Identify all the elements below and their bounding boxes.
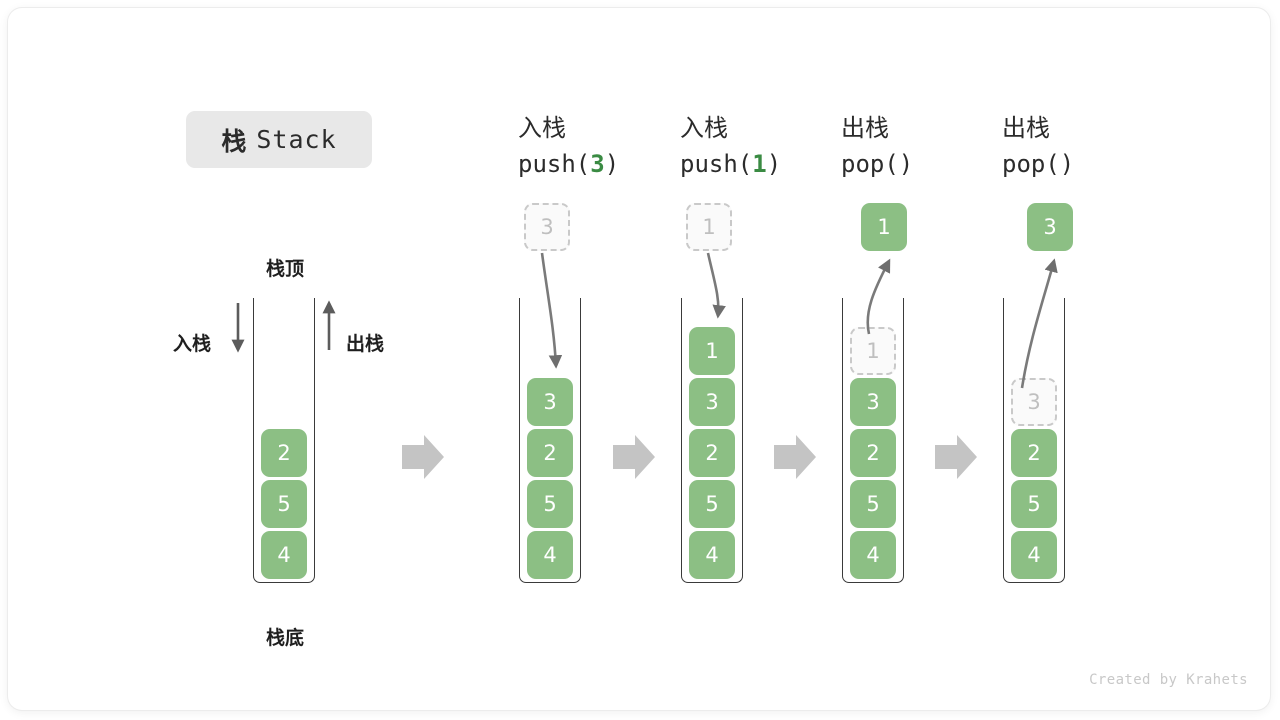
stack-walls [842, 298, 904, 583]
stack-cell: 2 [1011, 429, 1057, 477]
stack-cell: 5 [1011, 480, 1057, 528]
flow-arrow-2 [613, 435, 655, 479]
step-heading-cn: 出栈 [841, 114, 889, 142]
step-heading-op: pop() [841, 146, 913, 182]
pop-direction-label: 出栈 [346, 333, 385, 355]
stack-cell: 1 [850, 327, 896, 375]
stack-cell: 5 [689, 480, 735, 528]
stack-cell: 2 [689, 429, 735, 477]
stack-cell: 3 [850, 378, 896, 426]
stack-walls [681, 298, 743, 583]
stack-cell: 4 [527, 531, 573, 579]
step-heading-op: push(3) [518, 146, 619, 182]
step-heading-pop-1: 出栈 pop() [841, 110, 913, 183]
stack-cell: 3 [1011, 378, 1057, 426]
floating-value-push-1: 1 [686, 203, 732, 251]
op-prefix: push( [518, 150, 591, 179]
op-arg: 3 [590, 150, 605, 179]
op-suffix: ) [604, 150, 620, 179]
step-heading-pop-2: 出栈 pop() [1002, 110, 1074, 183]
stack-cell: 2 [261, 429, 307, 477]
title-en: Stack [256, 125, 337, 154]
step-heading-op: push(1) [680, 146, 781, 182]
step-heading-push-1: 入栈 push(1) [680, 110, 781, 183]
stack-cell: 1 [689, 327, 735, 375]
stack-cell: 5 [261, 480, 307, 528]
step-heading-cn: 入栈 [680, 114, 728, 142]
stack-walls [1003, 298, 1065, 583]
op-suffix: ) [1059, 150, 1075, 179]
stack-top-label: 栈顶 [266, 258, 305, 280]
stack-cell: 2 [527, 429, 573, 477]
op-prefix: push( [680, 150, 753, 179]
floating-value-pop-1: 1 [861, 203, 907, 251]
step-heading-push-3: 入栈 push(3) [518, 110, 619, 183]
floating-value-push-3: 3 [524, 203, 570, 251]
step-heading-cn: 入栈 [518, 114, 566, 142]
step-heading-op: pop() [1002, 146, 1074, 182]
diagram-title-chip: 栈 Stack [186, 111, 372, 168]
title-cn: 栈 [221, 126, 248, 156]
stack-cell: 4 [850, 531, 896, 579]
flow-arrow-1 [402, 435, 444, 479]
stack-cell: 2 [850, 429, 896, 477]
op-suffix: ) [898, 150, 914, 179]
op-prefix: pop( [841, 150, 899, 179]
op-suffix: ) [766, 150, 782, 179]
stack-cell: 4 [689, 531, 735, 579]
stack-walls [519, 298, 581, 583]
stack-bottom-label: 栈底 [266, 627, 305, 649]
op-arg: 1 [752, 150, 767, 179]
stack-cell: 4 [1011, 531, 1057, 579]
stack-cell: 5 [850, 480, 896, 528]
push-direction-label: 入栈 [173, 333, 212, 355]
stack-cell: 3 [689, 378, 735, 426]
op-prefix: pop( [1002, 150, 1060, 179]
stack-walls [253, 298, 315, 583]
flow-arrow-4 [935, 435, 977, 479]
step-heading-cn: 出栈 [1002, 114, 1050, 142]
floating-value-pop-2: 3 [1027, 203, 1073, 251]
flow-arrow-3 [774, 435, 816, 479]
stack-cell: 4 [261, 531, 307, 579]
stack-cell: 5 [527, 480, 573, 528]
stack-cell: 3 [527, 378, 573, 426]
credit-text: Created by Krahets [1089, 672, 1248, 688]
